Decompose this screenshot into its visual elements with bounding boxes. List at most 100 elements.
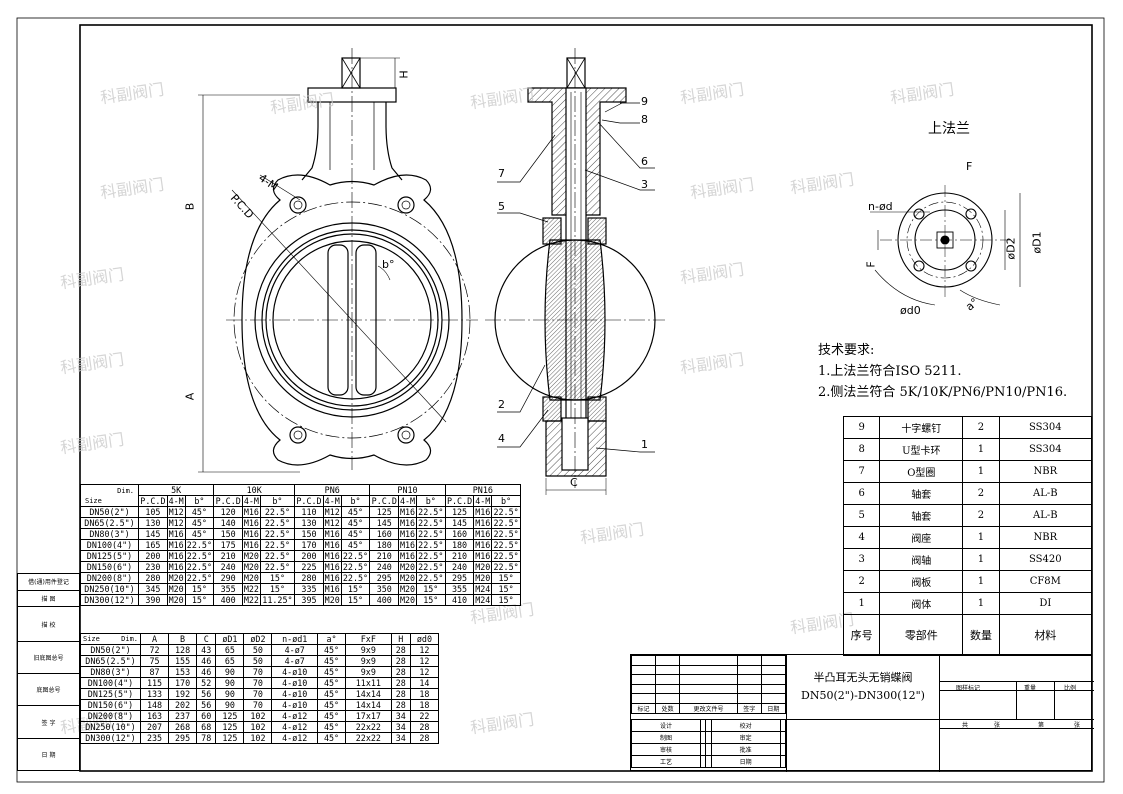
- value-cell: 155: [168, 655, 198, 667]
- value-cell: 133: [139, 688, 170, 700]
- flange-subcol-header: b°: [491, 495, 521, 507]
- value-cell: M20: [166, 572, 186, 584]
- value-cell: M16: [398, 539, 417, 551]
- flange-subcol-header: 4-M: [322, 495, 342, 507]
- sign-role-label: 校对: [710, 719, 781, 732]
- tech-requirement-2: 2.侧法兰符合 5K/10K/PN6/PN10/PN16.: [818, 385, 1068, 400]
- value-cell: 90: [215, 666, 245, 678]
- value-cell: 34: [390, 721, 411, 733]
- callout-2: 2: [498, 398, 505, 411]
- side-row: 旧底图总号: [17, 640, 80, 675]
- value-cell: 14: [409, 677, 440, 689]
- value-cell: M20: [398, 583, 417, 595]
- value-cell: 15°: [259, 572, 296, 584]
- value-cell: M12: [166, 517, 186, 529]
- value-cell: 210: [369, 550, 400, 562]
- size-cell: DN150(6"): [80, 561, 139, 573]
- value-cell: 75: [139, 655, 170, 667]
- value-cell: 295: [369, 572, 400, 584]
- value-cell: M16: [242, 528, 261, 540]
- value-cell: 56: [196, 688, 217, 700]
- value-cell: 22.5°: [259, 550, 296, 562]
- value-cell: 22.5°: [340, 561, 371, 573]
- value-cell: 150: [294, 528, 324, 540]
- revision-grid: 标记处数更改文件号签字日期: [630, 655, 787, 714]
- dim-f-side: F: [864, 261, 878, 268]
- part-material: CF8M: [998, 570, 1093, 593]
- sign-cell: [705, 755, 712, 768]
- size-cell: DN250(10"): [80, 721, 141, 733]
- value-cell: 125: [215, 732, 245, 744]
- title-block-right: 图样标记 重量 比例 共 张 第 张: [939, 655, 1094, 772]
- revision-row: [630, 693, 787, 704]
- value-cell: 15°: [415, 583, 446, 595]
- dimension-col-header: øD2: [243, 633, 273, 645]
- value-cell: M16: [473, 506, 493, 518]
- value-cell: 210: [444, 550, 475, 562]
- value-cell: 225: [294, 561, 324, 573]
- title-block: 标记处数更改文件号签字日期 设计校对制图审定审核批准工艺日期 半凸耳无头无销蝶阀…: [630, 654, 1094, 772]
- value-cell: M20: [322, 594, 342, 606]
- value-cell: M12: [322, 517, 342, 529]
- signature-row: 制图审定: [630, 731, 787, 744]
- flange-subcol-header: b°: [340, 495, 371, 507]
- revision-cell: [630, 655, 657, 666]
- value-cell: 22.5°: [491, 539, 521, 551]
- corner-bottom: Size: [85, 496, 102, 505]
- parts-header-cell: 零部件: [879, 614, 964, 656]
- value-cell: 9x9: [345, 644, 392, 656]
- size-cell: DN80(3"): [80, 666, 141, 678]
- sign-role-label: 批准: [710, 743, 781, 756]
- signature-row: 审核批准: [630, 743, 787, 756]
- value-cell: 102: [243, 721, 273, 733]
- value-cell: 12: [409, 655, 440, 667]
- value-cell: 45°: [317, 732, 347, 744]
- value-cell: M24: [473, 594, 493, 606]
- value-cell: 18: [409, 688, 440, 700]
- revision-cell: [679, 664, 738, 675]
- value-cell: 28: [390, 699, 411, 711]
- parts-header-cell: 材料: [998, 614, 1093, 656]
- value-cell: M16: [473, 539, 493, 551]
- flange-group-header: PN10: [369, 484, 446, 496]
- dim-f-top: F: [966, 160, 973, 173]
- value-cell: 22.5°: [184, 550, 215, 562]
- value-cell: 15°: [491, 594, 521, 606]
- value-cell: 87: [139, 666, 170, 678]
- side-row: 签 字: [17, 705, 80, 739]
- dim-n-phi-d: n-ød: [868, 200, 893, 213]
- side-row: 描 图: [17, 589, 80, 608]
- revision-cell: 标记: [630, 702, 657, 714]
- part-qty: 2: [962, 482, 1000, 505]
- value-cell: M20: [398, 561, 417, 573]
- value-cell: 22.5°: [415, 561, 446, 573]
- value-cell: 145: [444, 517, 475, 529]
- flange-subcol-header: b°: [259, 495, 296, 507]
- part-no: 5: [842, 504, 881, 527]
- part-no: 7: [842, 460, 881, 483]
- size-cell: DN100(4"): [80, 677, 141, 689]
- value-cell: 46: [196, 666, 217, 678]
- value-cell: 345: [138, 583, 168, 595]
- section-view: [485, 48, 665, 495]
- value-cell: 45°: [184, 517, 215, 529]
- value-cell: 15°: [491, 572, 521, 584]
- value-cell: 65: [215, 655, 245, 667]
- value-cell: 210: [213, 550, 244, 562]
- revision-cell: [630, 693, 657, 704]
- part-material: NBR: [998, 526, 1093, 549]
- value-cell: 22.5°: [184, 539, 215, 551]
- side-row: 借(通)用件登记: [17, 573, 80, 591]
- flange-group-header: PN16: [444, 484, 522, 496]
